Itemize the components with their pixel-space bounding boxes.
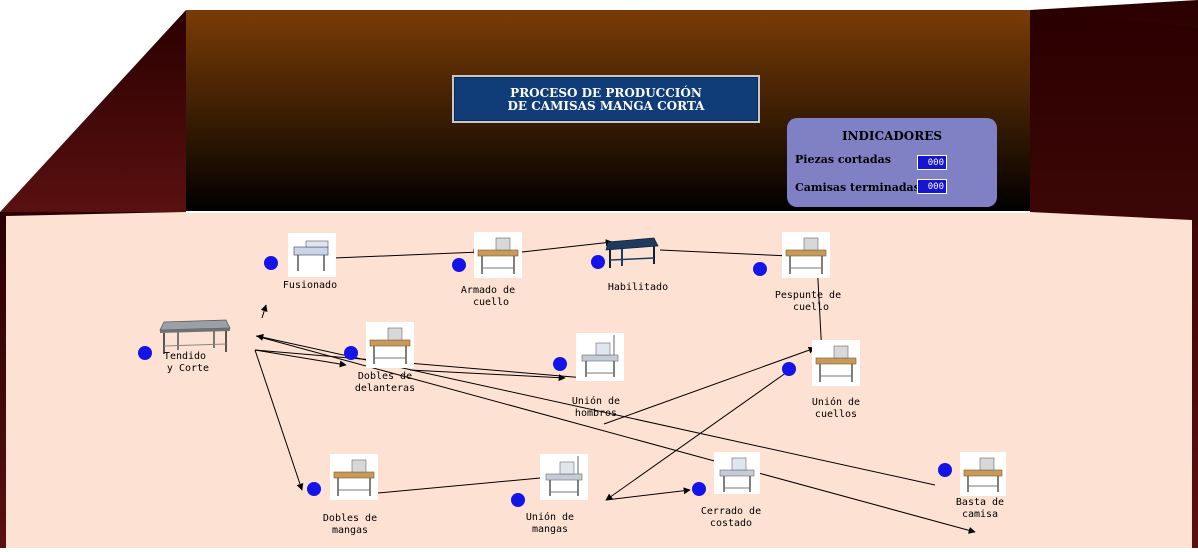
arrow-armado-habilitado	[521, 239, 613, 253]
status-dot-pespunte[interactable]	[753, 262, 767, 276]
status-dot-tendido[interactable]	[138, 346, 152, 360]
arrow-hombros-cuellos	[603, 346, 816, 425]
label-pespunte: Pespunte de cuello	[774, 290, 842, 313]
label-union-mangas: Unión de mangas	[525, 512, 575, 535]
status-dot-delanteras[interactable]	[344, 346, 358, 360]
work-table-icon[interactable]	[604, 236, 660, 270]
sewing-machine-icon[interactable]	[366, 322, 414, 368]
process-title: PROCESO DE PRODUCCIÓN DE CAMISAS MANGA C…	[452, 75, 760, 123]
sewing-machine-icon[interactable]	[474, 232, 522, 278]
arrow-tendido-mangas	[254, 349, 304, 491]
pieces-cut-value: 000	[917, 155, 947, 170]
label-tendido: Tendido y Corte	[163, 351, 210, 374]
label-fusionado: Fusionado	[282, 280, 338, 291]
label-dobles-mangas: Dobles de mangas	[322, 513, 378, 536]
status-dot-fusionado[interactable]	[264, 256, 278, 270]
status-dot-hombros[interactable]	[553, 357, 567, 371]
arrow-tendido-fusionado	[260, 304, 268, 319]
cutting-table-icon[interactable]	[158, 316, 232, 356]
sewing-machine-icon[interactable]	[782, 232, 830, 278]
status-dot-mangas[interactable]	[307, 482, 321, 496]
indicators-panel: INDICADORES Piezas cortadas 000 Camisas …	[787, 118, 997, 207]
label-basta: Basta de camisa	[955, 497, 1005, 520]
arrow-fusionado-armado	[333, 248, 481, 259]
arrow-to-output	[255, 335, 976, 534]
indicators-title: INDICADORES	[841, 129, 943, 143]
status-dot-cuellos[interactable]	[782, 362, 796, 376]
arrow-union-cerrado	[605, 487, 691, 501]
sewing-machine-icon[interactable]	[812, 340, 860, 386]
label-delanteras: Dobles de delanteras	[354, 371, 416, 394]
shirts-done-value: 000	[917, 179, 947, 194]
sewing-machine-icon[interactable]	[330, 454, 378, 500]
overlock-machine-icon[interactable]	[714, 452, 760, 494]
fusing-machine-icon[interactable]	[288, 233, 336, 277]
shirts-done-label: Camisas terminadas	[795, 181, 920, 194]
status-dot-union-mangas[interactable]	[511, 493, 525, 507]
overlock-machine-icon[interactable]	[576, 333, 624, 381]
overlock-machine-icon[interactable]	[540, 454, 588, 500]
arrow-delanteras-hombros	[409, 369, 566, 382]
status-dot-basta[interactable]	[938, 463, 952, 477]
status-dot-armado[interactable]	[452, 258, 466, 272]
arrow-tendido-delanteras	[254, 349, 347, 368]
sewing-machine-icon[interactable]	[960, 452, 1006, 496]
label-armado: Armado de cuello	[460, 285, 516, 308]
arrow-cuellos-union-mangas	[605, 369, 791, 501]
arrow-tendido-hombros	[254, 349, 586, 381]
label-cerrado: Cerrado de costado	[700, 506, 762, 529]
label-habilitado: Habilitado	[607, 282, 669, 293]
status-dot-habilitado[interactable]	[591, 255, 605, 269]
label-cuellos: Unión de cuellos	[811, 397, 861, 420]
title-line-1: PROCESO DE PRODUCCIÓN	[510, 86, 702, 100]
arrow-habilitado-pespunte	[659, 249, 791, 260]
arrow-mangas-union	[355, 473, 563, 496]
title-line-2: DE CAMISAS MANGA CORTA	[507, 99, 705, 113]
status-dot-cerrado[interactable]	[692, 482, 706, 496]
pieces-cut-label: Piezas cortadas	[795, 153, 891, 166]
label-hombros: Unión de hombros	[571, 396, 621, 419]
